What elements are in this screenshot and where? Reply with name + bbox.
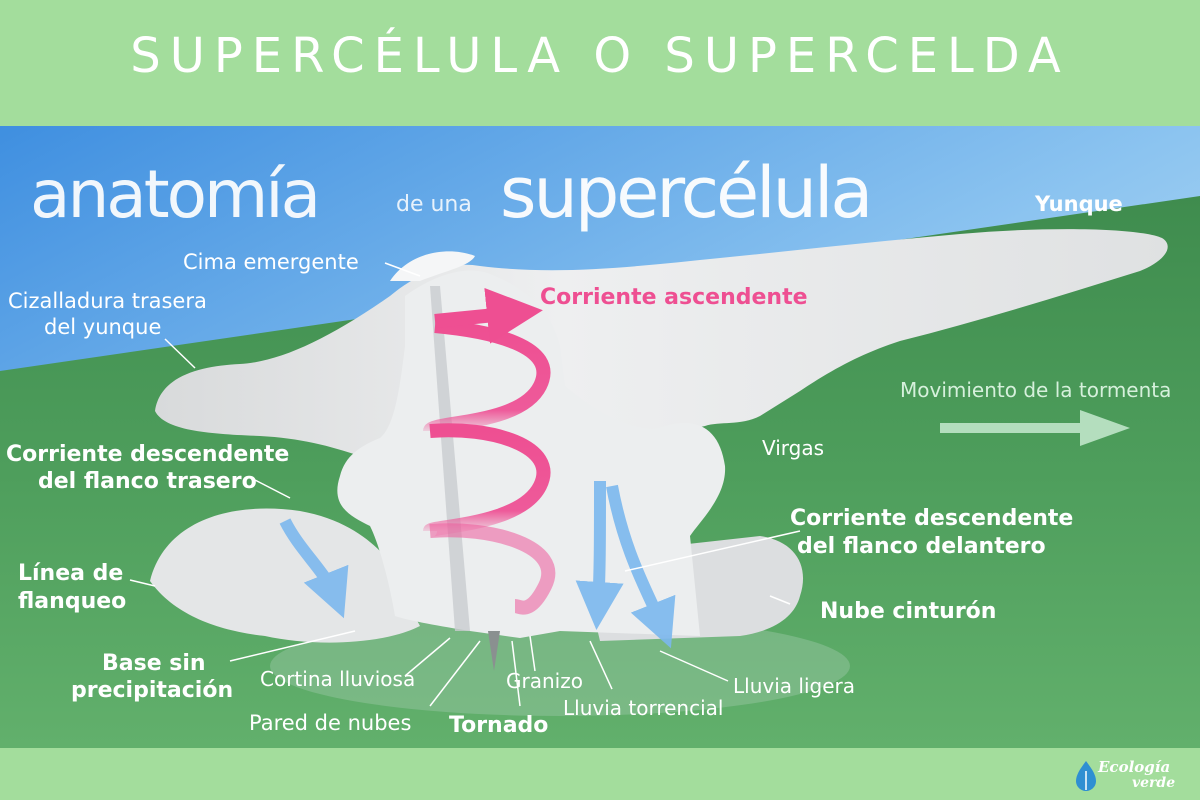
downdraft-arrows [279, 480, 676, 649]
label-nube-cinturon: Nube cinturón [820, 599, 997, 624]
label-cizalladura-1: Cizalladura trasera [8, 289, 207, 313]
flanking-line-cloud [150, 508, 420, 643]
label-cdft-1: Corriente descendente [6, 442, 290, 467]
label-cdfd-1: Corriente descendente [790, 506, 1074, 531]
title-part2: de una [396, 192, 472, 217]
label-cizalladura-2: del yunque [44, 315, 162, 339]
label-cdft-2: del flanco trasero [38, 469, 257, 494]
label-virgas: Virgas [762, 436, 825, 460]
page-title: SUPERCÉLULA O SUPERCELDA [130, 28, 1070, 84]
logo-line2: verde [1132, 775, 1176, 791]
leader-lines [129, 262, 801, 707]
supercell-illustration [0, 126, 1200, 748]
label-cdfd-2: del flanco delantero [797, 534, 1046, 559]
label-linea-1: Línea de [18, 561, 124, 586]
footer-banner [0, 748, 1200, 800]
label-lluvia-ligera: Lluvia ligera [733, 674, 855, 698]
label-base-2: precipitación [71, 678, 234, 703]
ecologia-verde-logo [1076, 761, 1096, 791]
label-cima-emergente: Cima emergente [183, 250, 359, 274]
label-lluvia-torrencial: Lluvia torrencial [563, 696, 724, 720]
tower-shade [430, 286, 470, 631]
tornado-funnel [488, 631, 500, 671]
title-part1: anatomía [30, 156, 321, 233]
storm-movement-arrow [940, 410, 1130, 446]
label-linea-2: flanqueo [18, 589, 127, 614]
label-movimiento: Movimiento de la tormenta [900, 378, 1172, 402]
label-pared: Pared de nubes [249, 711, 412, 735]
label-granizo: Granizo [506, 669, 583, 693]
label-base-1: Base sin [102, 651, 206, 676]
overshooting-top [390, 251, 475, 281]
label-tornado: Tornado [449, 713, 549, 738]
label-yunque: Yunque [1035, 192, 1123, 216]
updraft-spiral [423, 287, 556, 615]
title-part3: supercélula [500, 152, 873, 234]
header-banner [0, 0, 1200, 126]
diagram-title: anatomía de una supercélula [30, 152, 930, 244]
label-cortina: Cortina lluviosa [260, 667, 416, 691]
logo-line1: Ecología [1098, 758, 1171, 776]
rain-haze [270, 616, 850, 716]
diagram-scene: anatomía de una supercélula [0, 126, 1200, 748]
label-corriente-ascendente: Corriente ascendente [540, 285, 808, 310]
